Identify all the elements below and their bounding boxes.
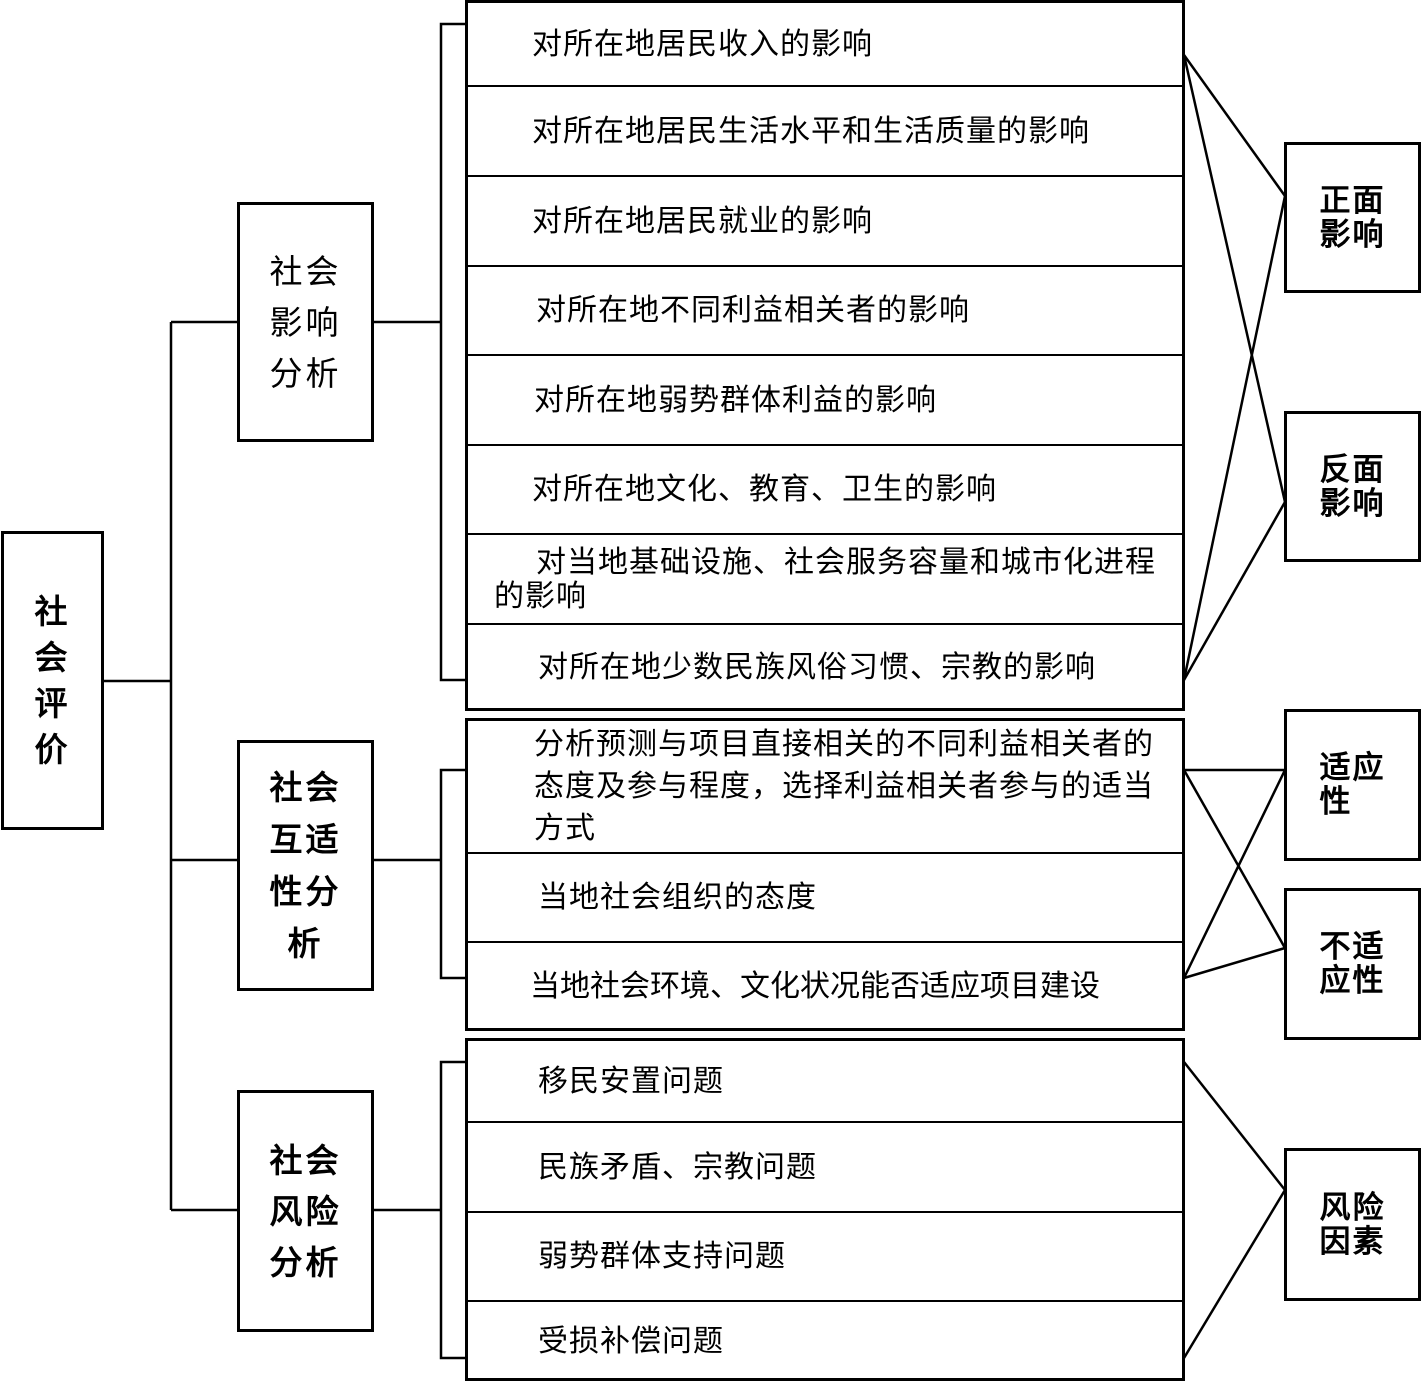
item-text: 当地社会环境、文化状况能否适应项目建设 (530, 969, 1100, 1004)
link-adapt-top-nonadaptive (1182, 769, 1287, 949)
item-row: 对所在地居民就业的影响 (468, 175, 1182, 266)
item-row: 对所在地少数民族风俗习惯、宗教的影响 (468, 623, 1182, 711)
category-label-risk: 社会 风险 分析 (269, 1140, 342, 1282)
item-text: 对所在地不同利益相关者的影响 (536, 293, 970, 328)
item-row: 对所在地居民生活水平和生活质量的影响 (468, 85, 1182, 176)
items-group-impact: 对所在地居民收入的影响 对所在地居民生活水平和生活质量的影响 对所在地居民就业的… (465, 0, 1185, 711)
item-text: 对当地基础设施、社会服务容量和城市化进程的影响 (494, 544, 1156, 614)
category-label-adaptability: 社会 互适 性分 析 (269, 767, 342, 963)
item-text: 分析预测与项目直接相关的不同利益相关者的态度及参与程度，选择利益相关者参与的适当… (534, 727, 1154, 846)
item-row: 当地社会环境、文化状况能否适应项目建设 (468, 941, 1182, 1031)
link-impact-top-negative (1182, 54, 1287, 503)
result-node-risk-factors: 风险 因素 (1284, 1148, 1421, 1301)
category-node-adaptability: 社会 互适 性分 析 (237, 740, 374, 991)
bracket-impact (439, 22, 466, 682)
link-adapt-bottom-nonadaptive (1183, 946, 1286, 980)
item-row: 当地社会组织的态度 (468, 852, 1182, 942)
item-text: 对所在地居民生活水平和生活质量的影响 (532, 113, 1090, 149)
link-impact-bottom-positive (1182, 195, 1287, 681)
result-node-non-adaptive: 不适 应性 (1284, 888, 1421, 1040)
result-label-positive: 正面 影响 (1319, 182, 1386, 253)
result-label-negative: 反面 影响 (1319, 451, 1386, 522)
category-node-risk: 社会 风险 分析 (237, 1090, 374, 1332)
item-row: 对所在地弱势群体利益的影响 (468, 354, 1182, 445)
item-row: 移民安置问题 (468, 1041, 1182, 1122)
category-label-impact: 社会 影响 分析 (269, 251, 342, 393)
item-row: 弱势群体支持问题 (468, 1211, 1182, 1301)
item-text: 当地社会组织的态度 (538, 880, 817, 915)
item-text: 对所在地居民就业的影响 (532, 203, 873, 239)
bracket-adaptability (439, 768, 466, 980)
item-text: 对所在地居民收入的影响 (532, 26, 873, 62)
result-node-negative: 反面 影响 (1284, 411, 1421, 562)
item-text: 移民安置问题 (538, 1063, 724, 1099)
result-label-risk-factors: 风险 因素 (1319, 1189, 1386, 1260)
item-text: 民族矛盾、宗教问题 (538, 1149, 817, 1185)
bracket-risk (439, 1060, 466, 1360)
item-row: 受损补偿问题 (468, 1300, 1182, 1381)
items-group-adaptability: 分析预测与项目直接相关的不同利益相关者的态度及参与程度，选择利益相关者参与的适当… (465, 718, 1185, 1031)
item-text: 受损补偿问题 (538, 1323, 724, 1359)
item-text: 对所在地少数民族风俗习惯、宗教的影响 (538, 650, 1096, 685)
link-risk-bottom-factors (1182, 1189, 1287, 1359)
item-text: 弱势群体支持问题 (538, 1239, 786, 1274)
item-row: 对所在地不同利益相关者的影响 (468, 265, 1182, 355)
link-risk-top-factors (1183, 1061, 1286, 1191)
item-row: 对所在地居民收入的影响 (468, 3, 1182, 86)
link-impact-bottom-negative (1182, 501, 1287, 681)
category-node-impact: 社会 影响 分析 (237, 202, 374, 442)
link-adapt-bottom-adaptive (1182, 769, 1287, 979)
link-impact-top-positive (1182, 54, 1287, 197)
result-node-adaptive: 适应 性 (1284, 709, 1421, 861)
root-node: 社 会 评 价 (1, 531, 104, 830)
result-label-non-adaptive: 不适 应性 (1319, 929, 1386, 999)
result-label-adaptive: 适应 性 (1319, 750, 1386, 820)
root-label: 社 会 评 价 (34, 591, 71, 769)
result-node-positive: 正面 影响 (1284, 142, 1421, 293)
items-group-risk: 移民安置问题 民族矛盾、宗教问题 弱势群体支持问题 受损补偿问题 (465, 1038, 1185, 1381)
item-row: 对所在地文化、教育、卫生的影响 (468, 444, 1182, 534)
item-row: 分析预测与项目直接相关的不同利益相关者的态度及参与程度，选择利益相关者参与的适当… (468, 721, 1182, 853)
item-row: 民族矛盾、宗教问题 (468, 1121, 1182, 1212)
item-text: 对所在地弱势群体利益的影响 (534, 382, 937, 418)
item-row: 对当地基础设施、社会服务容量和城市化进程的影响 (468, 533, 1182, 624)
item-text: 对所在地文化、教育、卫生的影响 (532, 472, 997, 507)
